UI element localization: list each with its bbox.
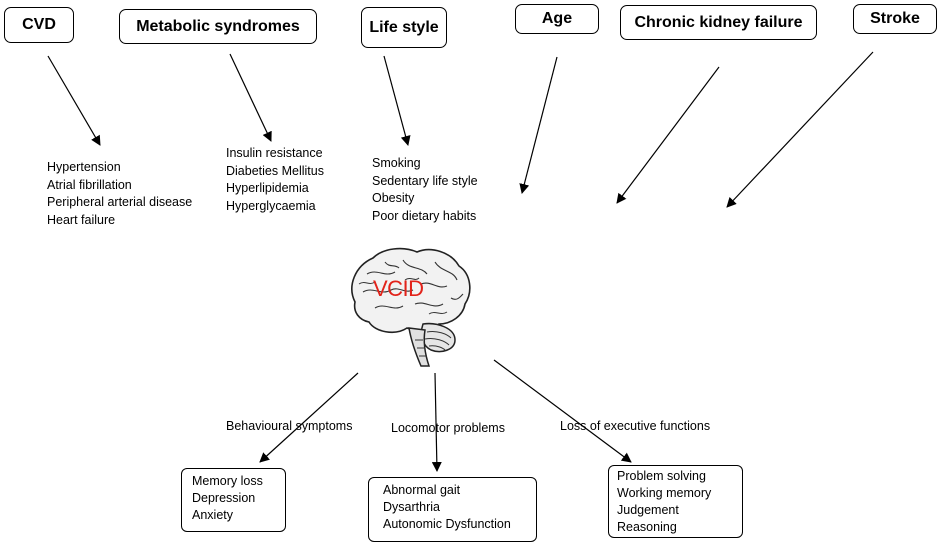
list-item: Poor dietary habits (372, 208, 477, 223)
list-item: Obesity (372, 191, 415, 205)
list-item: Sedentary life style (372, 173, 478, 188)
center-label: VCID (373, 276, 424, 301)
list-item: Peripheral arterial disease (47, 195, 193, 209)
list-item: Hyperlipidemia (226, 181, 309, 195)
behavioural-symptoms-label: Behavioural symptoms (226, 419, 353, 433)
list-item: Insulin resistance (226, 146, 323, 160)
stroke-box: Stroke (853, 4, 937, 34)
arrow-executive (493, 359, 632, 463)
list-item: Memory loss (192, 474, 263, 488)
list-item: Autonomic Dysfunction (383, 517, 511, 531)
arrow-age (519, 56, 558, 194)
loss-of-executive-functions-box: Problem solving Working memory Judgement… (608, 465, 743, 538)
brain-icon (351, 247, 471, 367)
list-item: Hypertension (47, 160, 121, 174)
list-item: Heart failure (47, 212, 116, 227)
arrow-cvd (47, 55, 101, 146)
arrow-behavioural (259, 372, 359, 463)
arrow-metabolic (229, 53, 272, 142)
arrow-locomotor (431, 372, 442, 472)
arrow-ckd (616, 66, 720, 204)
list-item: Abnormal gait (383, 483, 461, 497)
list-item: Working memory (617, 486, 712, 500)
list-item: Problem solving (617, 469, 706, 483)
list-item: Hyperglycaemia (226, 198, 316, 213)
locomotor-problems-box: Abnormal gait Dysarthria Autonomic Dysfu… (368, 477, 537, 542)
list-item: Reasoning (617, 520, 677, 534)
arrow-stroke (726, 51, 874, 208)
list-item: Diabeties Mellitus (226, 163, 324, 178)
cvd-items: Hypertension Atrial fibrillation Periphe… (47, 159, 192, 229)
cvd-box: CVD (4, 7, 74, 43)
list-item: Dysarthria (383, 500, 440, 514)
list-item: Atrial fibrillation (47, 177, 132, 192)
metabolic-syndromes-box: Metabolic syndromes (119, 9, 317, 44)
list-item: Depression (192, 491, 256, 505)
chronic-kidney-failure-box: Chronic kidney failure (620, 5, 817, 40)
arrow-lifestyle (383, 55, 411, 146)
age-box: Age (515, 4, 599, 34)
loss-of-executive-functions-label: Loss of executive functions (560, 419, 711, 433)
list-item: Anxiety (192, 508, 233, 522)
locomotor-problems-label: Locomotor problems (391, 421, 505, 435)
metabolic-items: Insulin resistance Diabeties Mellitus Hy… (226, 145, 324, 215)
life-style-box: Life style (361, 7, 447, 48)
list-item: Smoking (372, 156, 421, 170)
list-item: Judgement (617, 503, 679, 517)
behavioural-symptoms-box: Memory loss Depression Anxiety (181, 468, 286, 532)
lifestyle-items: Smoking Sedentary life style Obesity Poo… (372, 155, 478, 225)
